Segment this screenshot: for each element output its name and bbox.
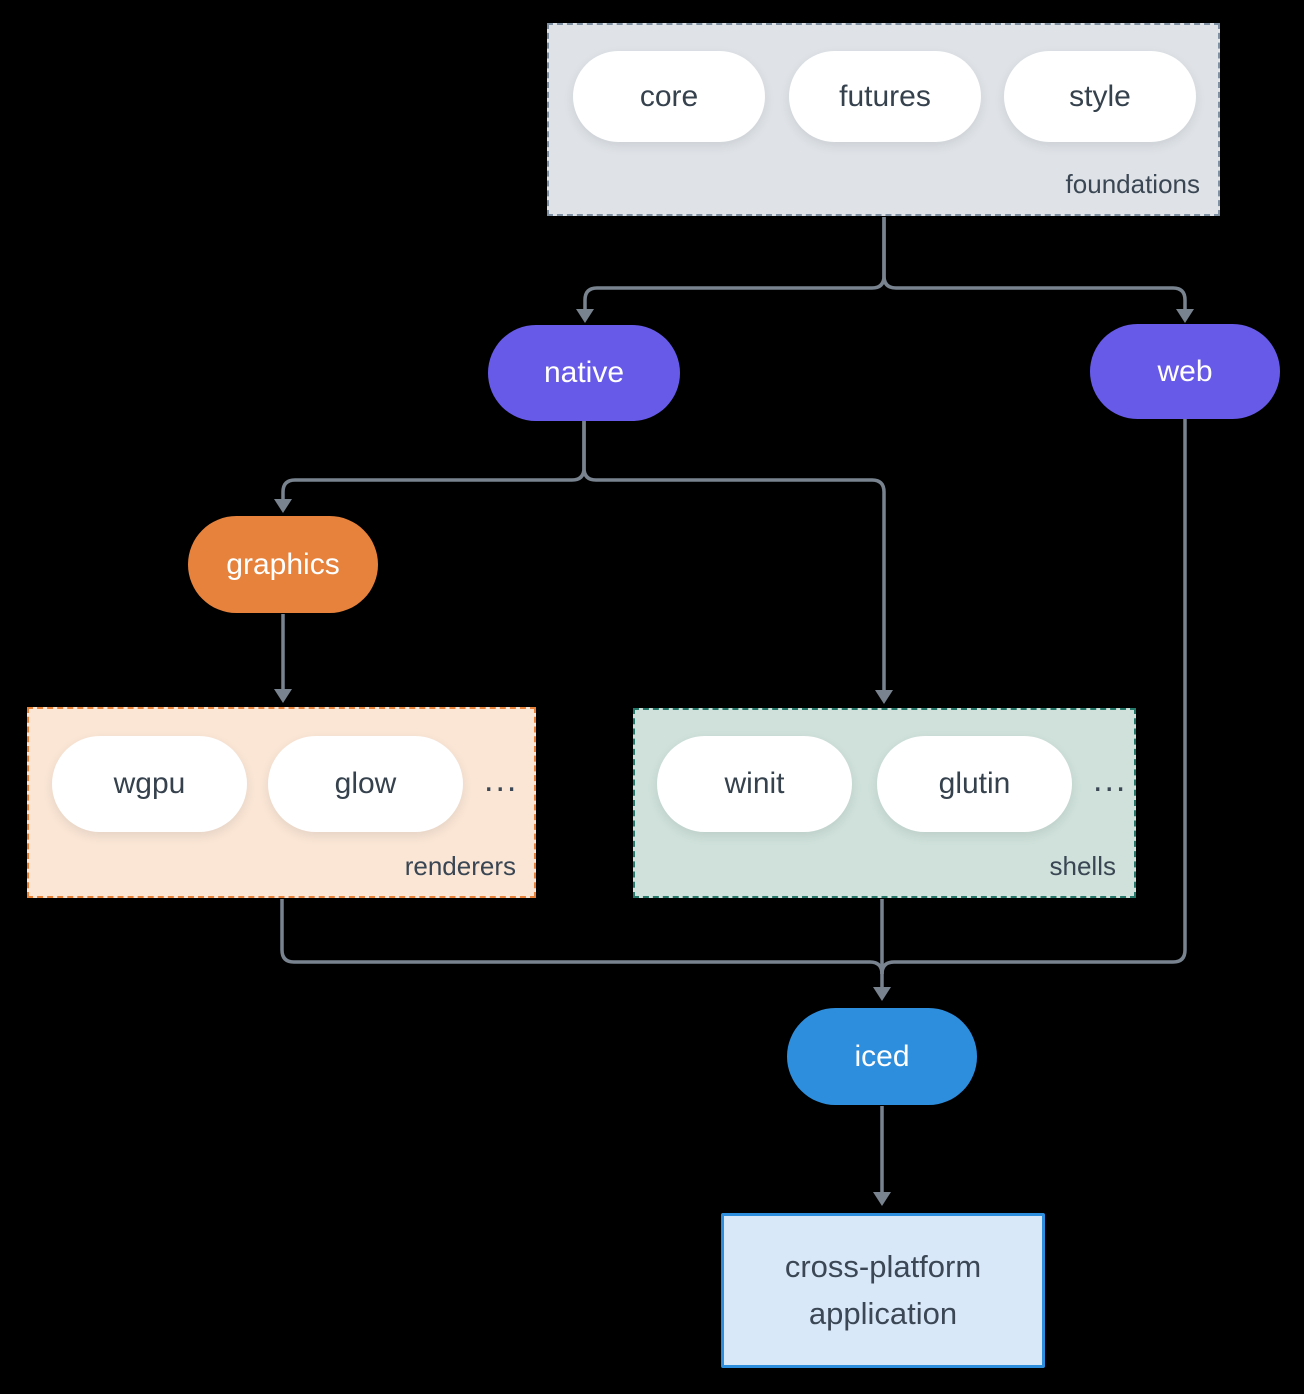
- arrowhead-native: [576, 309, 594, 323]
- node-winit: winit: [657, 736, 852, 832]
- arrowhead-web: [1176, 309, 1194, 323]
- arrowhead-renderers: [274, 689, 292, 703]
- edge-foundations-web: [882, 217, 1187, 309]
- shells-ellipsis: ...: [1093, 761, 1128, 799]
- foundations-group: core futures style foundations: [547, 23, 1220, 216]
- node-style: style: [1004, 51, 1196, 142]
- node-core: core: [573, 51, 765, 142]
- node-glutin: glutin: [877, 736, 1072, 832]
- arrowhead-graphics: [274, 499, 292, 513]
- node-iced: iced: [787, 1008, 977, 1105]
- node-application: cross-platform application: [721, 1213, 1045, 1368]
- edge-native-graphics: [281, 421, 586, 499]
- node-web: web: [1090, 324, 1280, 419]
- node-graphics: graphics: [188, 516, 378, 613]
- edge-foundations-native: [583, 217, 886, 309]
- renderers-ellipsis: ...: [484, 761, 519, 799]
- foundations-group-label: foundations: [1065, 169, 1200, 199]
- shells-group-label: shells: [1049, 851, 1116, 881]
- arrowhead-shells: [875, 690, 893, 704]
- shells-group: winit glutin ... shells: [633, 708, 1136, 898]
- node-futures: futures: [789, 51, 981, 142]
- edge-renderers-iced: [280, 899, 884, 975]
- arrowhead-application: [873, 1192, 891, 1206]
- renderers-group-label: renderers: [404, 851, 516, 881]
- node-native: native: [488, 325, 680, 421]
- application-label-line1: cross-platform: [784, 1249, 982, 1284]
- application-label-line2: application: [808, 1295, 958, 1331]
- node-wgpu: wgpu: [52, 736, 247, 832]
- edge-native-shells: [582, 421, 886, 690]
- renderers-group: wgpu glow ... renderers: [27, 707, 536, 898]
- node-glow: glow: [268, 736, 463, 832]
- arrowhead-iced: [873, 987, 891, 1001]
